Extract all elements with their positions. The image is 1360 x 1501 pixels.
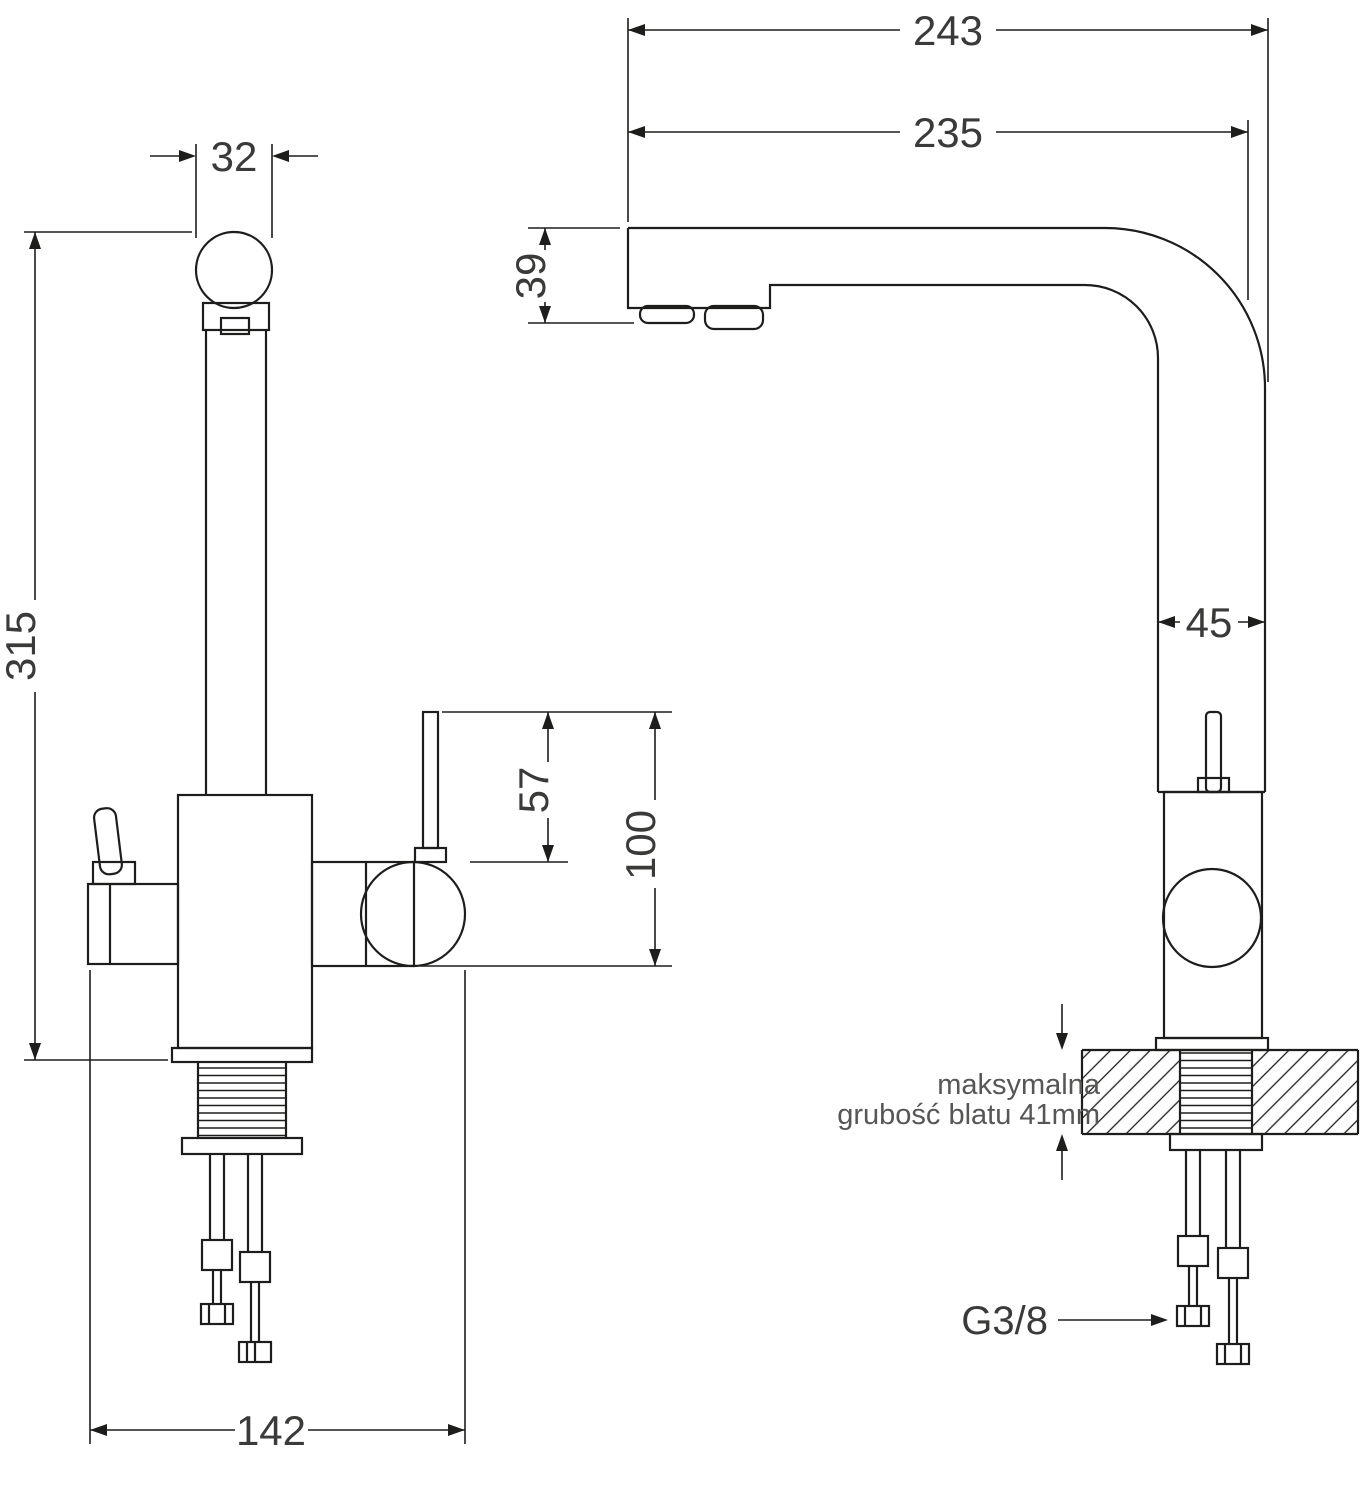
countertop-hatch-left — [1083, 1051, 1179, 1133]
thread-size-label: G3/8 — [961, 1299, 1048, 1343]
dim-32-label: 32 — [211, 133, 258, 180]
dim-315-label: 315 — [0, 611, 44, 681]
dimension-labels: 32 315 57 100 142 243 235 39 45 maksymal… — [0, 7, 1232, 1454]
countertop-note-line2: grubość blatu 41mm — [837, 1099, 1100, 1131]
dim-100-label: 100 — [617, 810, 664, 880]
dim-142-label: 142 — [236, 1407, 306, 1454]
dimension-arrowheads — [29, 24, 1268, 1436]
countertop-hatch-right — [1253, 1051, 1357, 1133]
dim-243-label: 243 — [913, 7, 983, 54]
filter-lever — [92, 807, 123, 876]
thread-hatch-side — [1181, 1051, 1251, 1133]
side-view-faucet-outline — [626, 226, 1360, 1366]
dim-57-label: 57 — [510, 767, 557, 814]
front-view-dimension-lines — [24, 144, 672, 1444]
dim-235-label: 235 — [913, 109, 983, 156]
front-view-faucet-outline — [86, 230, 467, 1364]
countertop-note-line1: maksymalna — [937, 1069, 1101, 1101]
hatch-fills — [199, 1051, 1357, 1137]
dim-45-label: 45 — [1186, 599, 1233, 646]
dim-39-label: 39 — [507, 253, 554, 300]
thread-hatch-front — [199, 1063, 285, 1137]
